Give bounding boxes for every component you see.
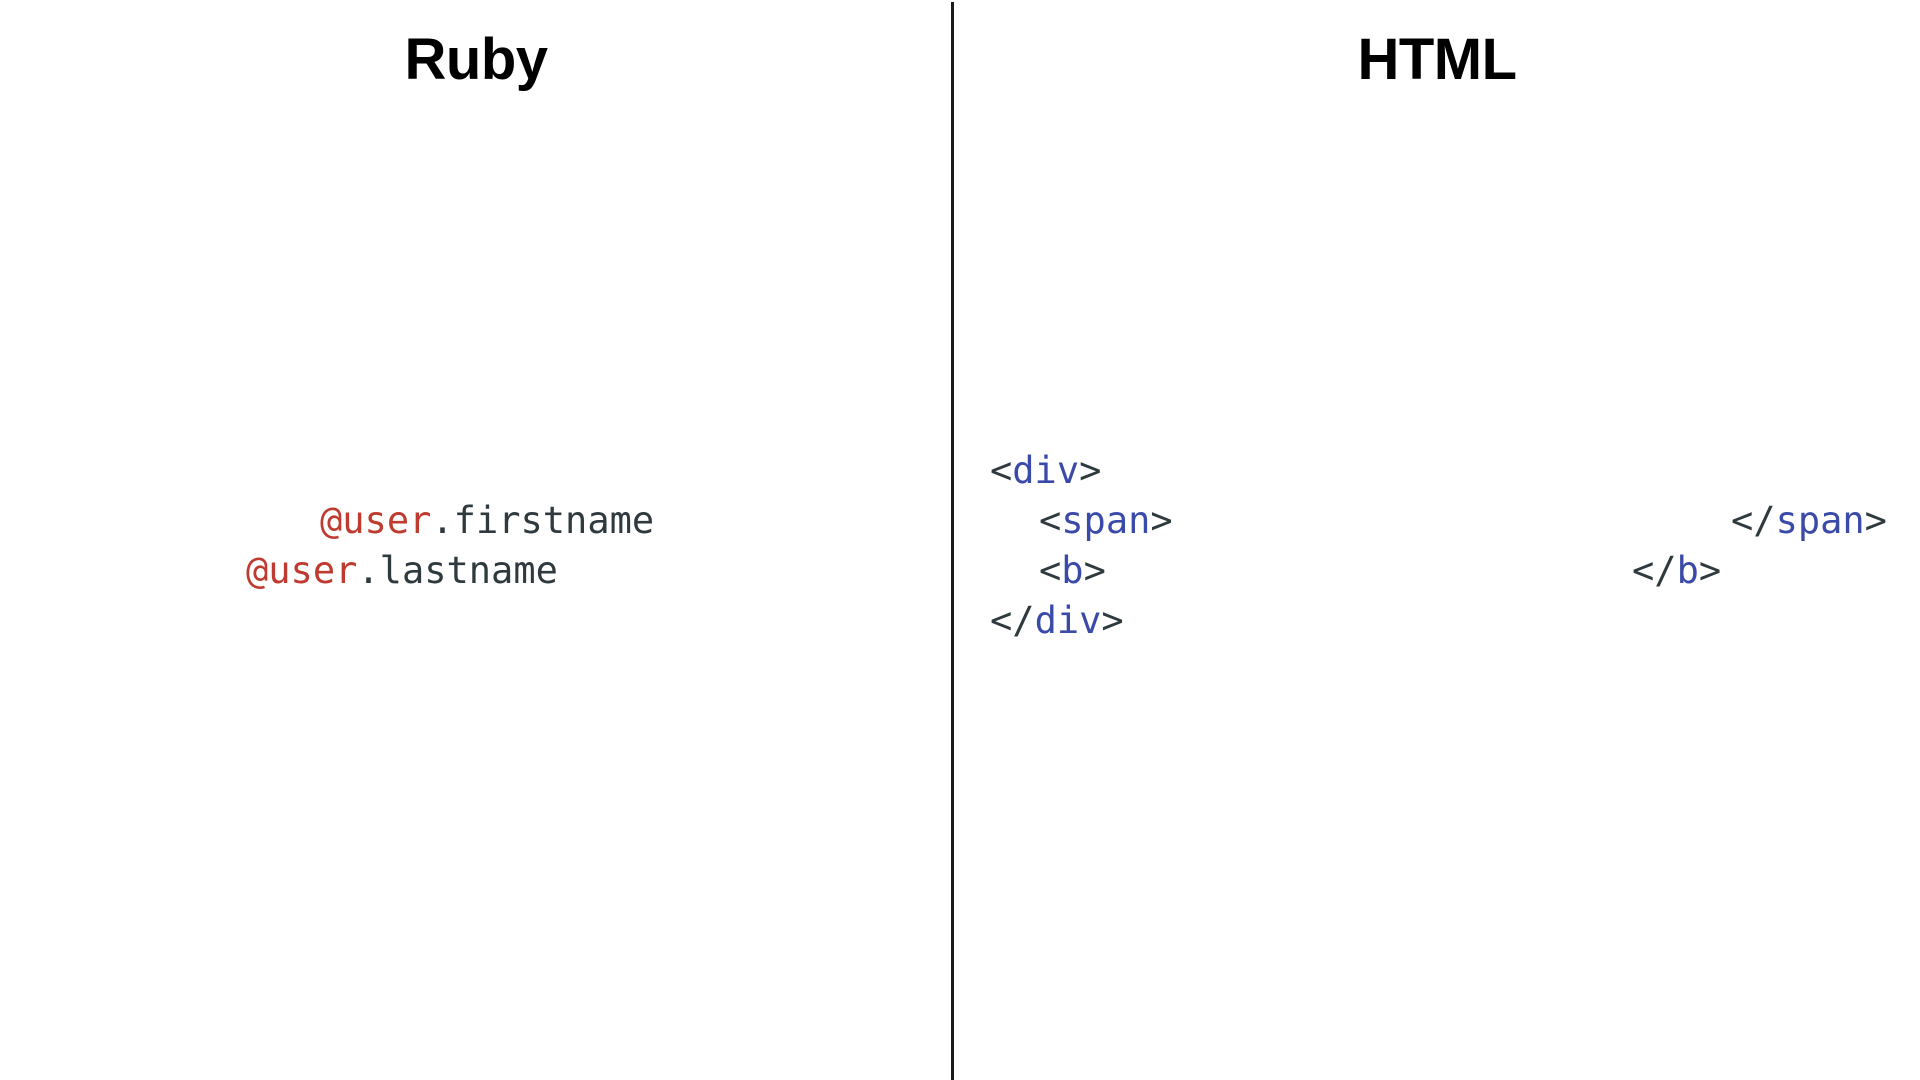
ruby-method-call: .lastname <box>357 549 558 592</box>
tag-name: div <box>1034 599 1102 642</box>
html-span-open-tag: <span> <box>1039 496 1173 546</box>
tag-bracket: </ <box>1632 549 1677 592</box>
tag-name: b <box>1676 549 1699 592</box>
panel-divider <box>951 2 954 1080</box>
tag-name: span <box>1061 499 1151 542</box>
tag-bracket: </ <box>1731 499 1776 542</box>
tag-name: div <box>1012 449 1080 492</box>
html-span-close-tag: </span> <box>1731 496 1887 546</box>
ruby-instance-variable: @user <box>246 549 358 592</box>
html-b-open-tag: <b> <box>1039 546 1106 596</box>
tag-bracket: < <box>1039 549 1062 592</box>
tag-name: span <box>1775 499 1865 542</box>
tag-bracket: </ <box>990 599 1035 642</box>
ruby-heading: Ruby <box>404 27 549 92</box>
html-div-open-tag: <div> <box>990 446 1101 496</box>
ruby-instance-variable: @user <box>320 499 432 542</box>
tag-bracket: > <box>1864 499 1887 542</box>
tag-bracket: > <box>1079 449 1102 492</box>
tag-bracket: > <box>1101 599 1124 642</box>
ruby-line-lastname: @user.lastname <box>246 546 558 596</box>
tag-name: b <box>1061 549 1084 592</box>
html-div-close-tag: </div> <box>990 596 1124 646</box>
tag-bracket: > <box>1698 549 1722 592</box>
tag-bracket: < <box>990 449 1013 492</box>
tag-bracket: > <box>1150 499 1173 542</box>
tag-bracket: < <box>1039 499 1062 542</box>
html-b-close-tag: </b> <box>1632 546 1721 596</box>
html-heading: HTML <box>1357 27 1517 92</box>
ruby-line-firstname: @user.firstname <box>320 496 654 546</box>
tag-bracket: > <box>1083 549 1106 592</box>
ruby-method-call: .firstname <box>431 499 655 542</box>
